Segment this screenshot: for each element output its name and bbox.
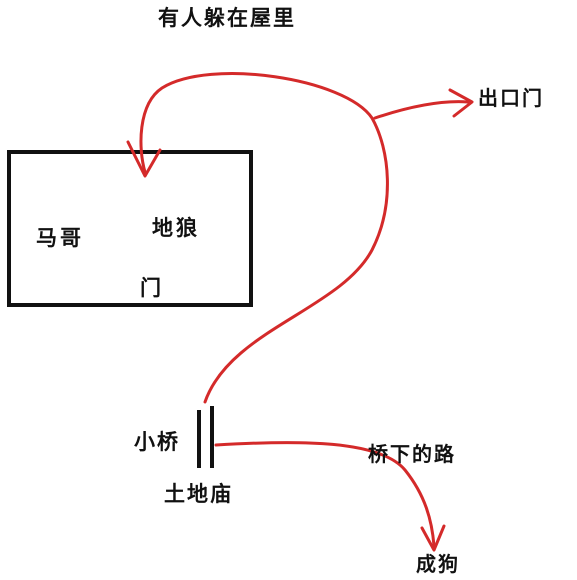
route-to-house: [139, 72, 389, 404]
house-outline: [7, 150, 253, 307]
label-mage: 马哥: [36, 226, 84, 250]
label-bridge: 小桥: [134, 430, 180, 454]
route-under-bridge: [214, 441, 436, 548]
label-dog: 成狗: [416, 552, 460, 576]
arrowhead-exit: [448, 88, 474, 118]
route-to-exit: [373, 100, 470, 120]
label-door: 门: [140, 276, 161, 300]
label-dilang: 地狼: [152, 216, 200, 240]
arrowhead-dog: [420, 524, 446, 552]
arrowhead-house: [126, 140, 162, 178]
label-temple: 土地庙: [164, 482, 233, 506]
diagram-title: 有人躲在屋里: [158, 6, 296, 30]
label-under-bridge-road: 桥下的路: [368, 442, 456, 466]
label-exit-door: 出口门: [478, 86, 544, 110]
